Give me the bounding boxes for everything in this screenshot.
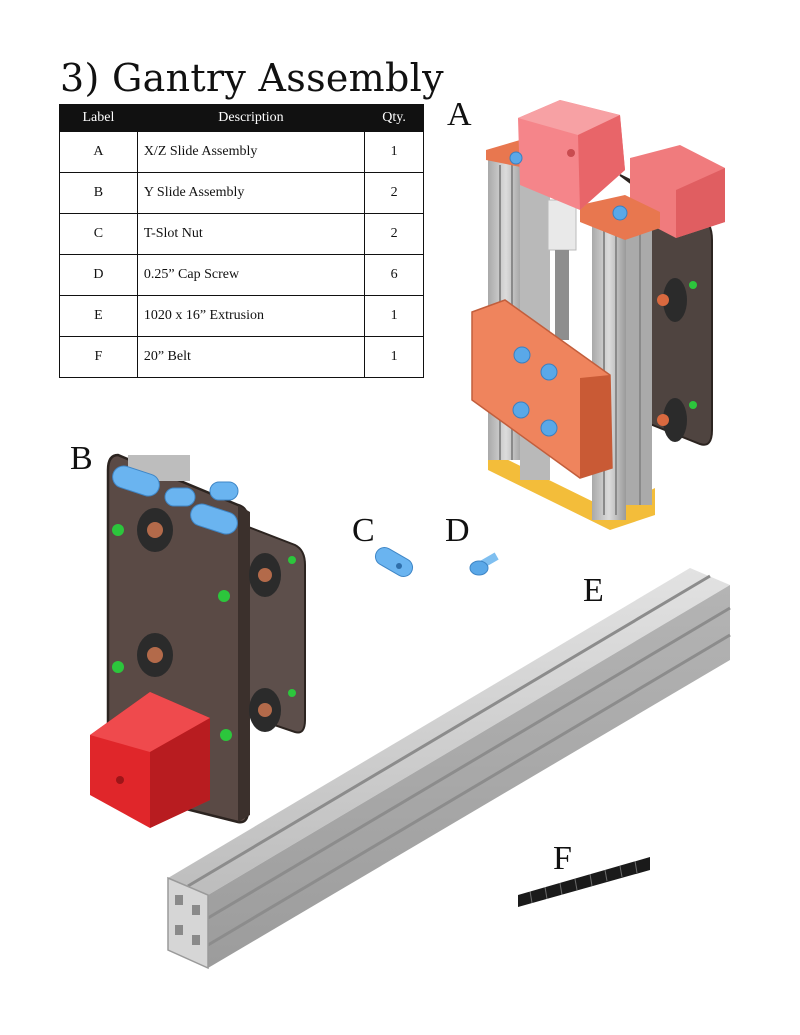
row-description: 0.25” Cap Screw	[136, 254, 366, 296]
parts-table: Label Description Qty. A X/Z Slide Assem…	[59, 104, 424, 378]
header-description: Description	[136, 104, 366, 132]
table-row: B Y Slide Assembly 2	[59, 172, 424, 214]
row-description: 1020 x 16” Extrusion	[136, 295, 366, 337]
parts-table-header: Label Description Qty.	[59, 104, 424, 132]
row-description: Y Slide Assembly	[136, 172, 366, 214]
row-description: 20” Belt	[136, 336, 366, 378]
xz-slide-assembly-illustration	[471, 100, 725, 530]
callout-d: D	[445, 512, 470, 549]
belt-illustration	[518, 857, 650, 907]
header-label: Label	[59, 104, 138, 132]
cap-screw-illustration	[469, 552, 499, 576]
row-description: X/Z Slide Assembly	[136, 131, 366, 173]
callout-c: C	[352, 512, 375, 549]
callout-f: F	[553, 840, 572, 877]
table-row: F 20” Belt 1	[59, 336, 424, 378]
callout-b: B	[70, 440, 93, 477]
callout-a: A	[447, 96, 472, 133]
table-row: C T-Slot Nut 2	[59, 213, 424, 255]
row-description: T-Slot Nut	[136, 213, 366, 255]
table-row: A X/Z Slide Assembly 1	[59, 131, 424, 173]
row-qty: 1	[364, 131, 424, 173]
row-qty: 1	[364, 336, 424, 378]
table-row: D 0.25” Cap Screw 6	[59, 254, 424, 296]
y-slide-assembly-illustration	[90, 453, 306, 828]
page-title: 3) Gantry Assembly	[60, 56, 444, 100]
row-label: F	[59, 336, 138, 378]
row-qty: 2	[364, 172, 424, 214]
table-row: E 1020 x 16” Extrusion 1	[59, 295, 424, 337]
t-slot-nut-illustration	[374, 547, 414, 577]
header-qty: Qty.	[364, 104, 424, 132]
callout-e: E	[583, 572, 604, 609]
extrusion-illustration	[167, 568, 731, 970]
